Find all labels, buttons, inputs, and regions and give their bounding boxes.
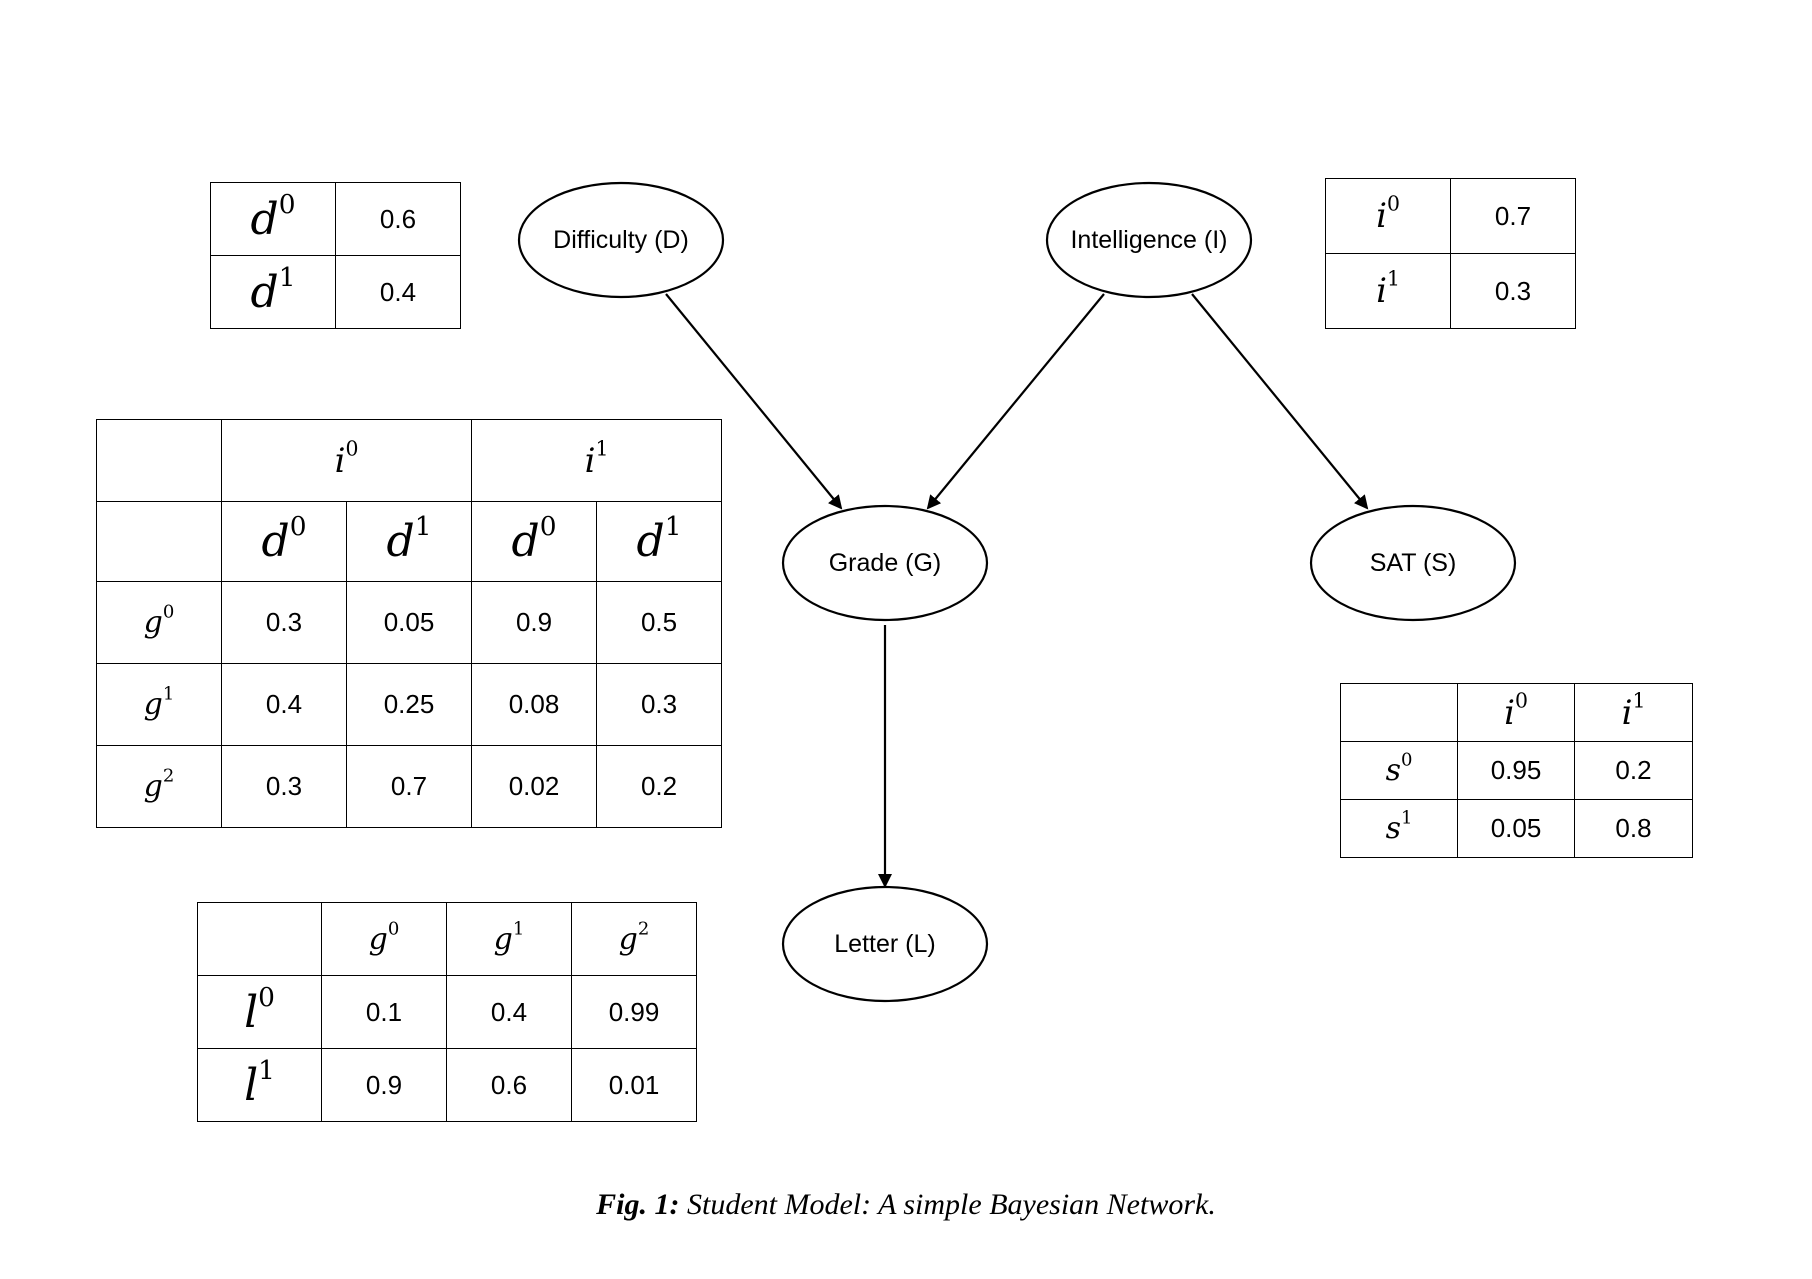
- cpt-sat-corner: [1340, 683, 1458, 742]
- cpt-grade-cell: 0.5: [596, 581, 723, 664]
- cpt-intelligence: i0 0.7 i1 0.3: [1325, 178, 1576, 329]
- cpt-intelligence-prob: 0.7: [1450, 178, 1576, 254]
- cpt-letter-row: l1 0.9 0.6 0.01: [197, 1048, 697, 1122]
- cpt-sat-row-var: s0: [1340, 741, 1458, 800]
- node-grade: Grade (G): [781, 504, 989, 622]
- cpt-grade-cell: 0.9: [471, 581, 598, 664]
- cpt-grade-cell: 0.4: [221, 663, 347, 746]
- cpt-letter-cell: 0.99: [571, 975, 697, 1049]
- cpt-letter-cell: 0.4: [446, 975, 572, 1049]
- node-grade-label: Grade (G): [829, 549, 942, 577]
- cpt-grade-row: g0 0.3 0.05 0.9 0.5: [96, 581, 723, 664]
- cpt-difficulty-var: d1: [210, 255, 336, 329]
- cpt-intelligence-row: i0 0.7: [1325, 178, 1576, 254]
- cpt-grade-cell: 0.05: [345, 581, 473, 664]
- cpt-grade-i-header: i1: [471, 419, 723, 502]
- cpt-letter-header-row: g0 g1 g2: [197, 902, 697, 976]
- cpt-letter-cell: 0.6: [446, 1048, 572, 1122]
- cpt-intelligence-prob: 0.3: [1450, 253, 1576, 329]
- cpt-sat: i0 i1 s0 0.95 0.2 s1 0.05 0.8: [1340, 683, 1693, 858]
- cpt-grade-cell: 0.3: [221, 745, 347, 828]
- cpt-letter-cell: 0.1: [321, 975, 447, 1049]
- cpt-sat-cell: 0.8: [1574, 799, 1693, 858]
- cpt-intelligence-var: i0: [1325, 178, 1451, 254]
- cpt-letter-cell: 0.9: [321, 1048, 447, 1122]
- cpt-sat-header-row: i0 i1: [1340, 683, 1693, 742]
- cpt-sat-cell: 0.05: [1457, 799, 1575, 858]
- cpt-grade-row-var: g0: [96, 581, 222, 664]
- cpt-grade-cell: 0.2: [596, 745, 723, 828]
- cpt-sat-i-header: i0: [1457, 683, 1575, 742]
- cpt-grade-i-header: i0: [220, 419, 473, 502]
- cpt-grade-d-header: d1: [345, 501, 473, 582]
- cpt-letter-row: l0 0.1 0.4 0.99: [197, 975, 697, 1049]
- cpt-letter-corner: [197, 902, 322, 976]
- cpt-difficulty-var: d0: [210, 182, 336, 256]
- cpt-sat-row-var: s1: [1340, 799, 1458, 858]
- cpt-sat-row: s0 0.95 0.2: [1340, 741, 1693, 800]
- cpt-grade-header-row: d0 d1 d0 d1: [96, 501, 723, 582]
- cpt-grade: i0 i1 d0 d1 d0 d1 g0 0.3 0.05 0.9 0.5 g1…: [96, 419, 723, 828]
- cpt-grade-row-var: g2: [96, 745, 222, 828]
- figure-caption: Fig. 1: Student Model: A simple Bayesian…: [0, 1188, 1812, 1222]
- cpt-grade-row: g1 0.4 0.25 0.08 0.3: [96, 663, 723, 746]
- node-difficulty: Difficulty (D): [517, 181, 725, 299]
- cpt-grade-cell: 0.3: [596, 663, 723, 746]
- cpt-difficulty: d0 0.6 d1 0.4: [210, 182, 461, 329]
- cpt-grade-cell: 0.02: [471, 745, 598, 828]
- cpt-grade-row-var: g1: [96, 663, 222, 746]
- cpt-intelligence-row: i1 0.3: [1325, 253, 1576, 329]
- edge-difficulty-grade: [665, 293, 843, 510]
- cpt-grade-d-header: d0: [221, 501, 347, 582]
- cpt-difficulty-prob: 0.6: [335, 182, 461, 256]
- cpt-difficulty-row: d0 0.6: [210, 182, 461, 256]
- cpt-grade-cell: 0.25: [345, 663, 473, 746]
- cpt-letter-g-header: g0: [321, 902, 447, 976]
- cpt-difficulty-row: d1 0.4: [210, 255, 461, 329]
- cpt-letter-g-header: g1: [446, 902, 572, 976]
- edge-intelligence-sat: [1191, 293, 1369, 510]
- node-difficulty-label: Difficulty (D): [553, 226, 689, 254]
- cpt-letter-cell: 0.01: [571, 1048, 697, 1122]
- edge-intelligence-grade: [926, 293, 1105, 510]
- node-letter-label: Letter (L): [834, 930, 935, 958]
- cpt-sat-cell: 0.95: [1457, 741, 1575, 800]
- node-letter: Letter (L): [781, 885, 989, 1003]
- figure-caption-label: Fig. 1:: [596, 1188, 680, 1221]
- cpt-grade-cell: 0.08: [471, 663, 598, 746]
- cpt-grade-d-header: d1: [596, 501, 723, 582]
- node-intelligence-label: Intelligence (I): [1070, 226, 1227, 254]
- cpt-sat-cell: 0.2: [1574, 741, 1693, 800]
- cpt-letter-row-var: l1: [197, 1048, 322, 1122]
- cpt-grade-corner: [96, 501, 222, 582]
- cpt-difficulty-prob: 0.4: [335, 255, 461, 329]
- node-sat: SAT (S): [1309, 504, 1517, 622]
- cpt-grade-cell: 0.7: [345, 745, 473, 828]
- cpt-grade-header-row: i0 i1: [96, 419, 723, 502]
- cpt-letter-row-var: l0: [197, 975, 322, 1049]
- cpt-grade-d-header: d0: [471, 501, 598, 582]
- cpt-intelligence-var: i1: [1325, 253, 1451, 329]
- figure-caption-text: Student Model: A simple Bayesian Network…: [687, 1188, 1216, 1221]
- cpt-letter-g-header: g2: [571, 902, 697, 976]
- cpt-grade-cell: 0.3: [221, 581, 347, 664]
- cpt-letter: g0 g1 g2 l0 0.1 0.4 0.99 l1 0.9 0.6 0.01: [197, 902, 697, 1122]
- cpt-grade-corner: [96, 419, 222, 502]
- cpt-sat-i-header: i1: [1574, 683, 1693, 742]
- cpt-grade-row: g2 0.3 0.7 0.02 0.2: [96, 745, 723, 828]
- node-intelligence: Intelligence (I): [1045, 181, 1253, 299]
- cpt-sat-row: s1 0.05 0.8: [1340, 799, 1693, 858]
- node-sat-label: SAT (S): [1370, 549, 1457, 577]
